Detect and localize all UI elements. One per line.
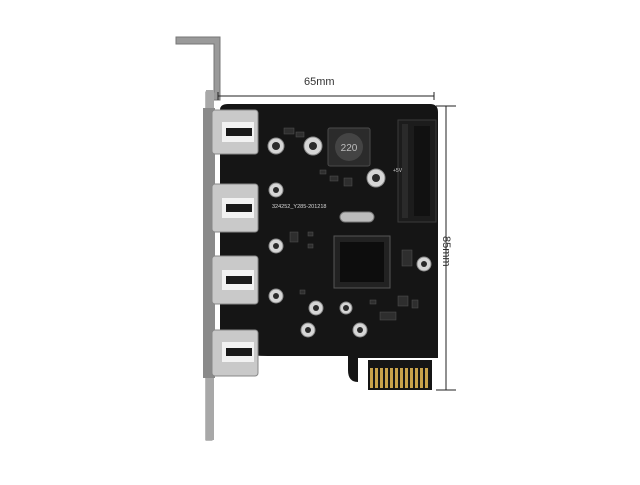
crystal-oscillator: [339, 211, 375, 223]
smd-components: [283, 127, 419, 321]
width-dimension-line: [217, 92, 435, 100]
pcie-gold-contacts: [368, 360, 432, 390]
inductor-marking: 220: [341, 143, 358, 154]
usb-port-3: [211, 255, 259, 305]
controller-chip: [333, 235, 391, 289]
capacitors: [267, 136, 432, 338]
silkscreen-code: 324252_Y285-201218: [272, 204, 326, 210]
usb-port-2: [211, 183, 259, 233]
sata-power-connector: [397, 119, 437, 223]
inductor: 220: [327, 127, 371, 167]
height-label: 85mm: [440, 236, 452, 267]
usb-port-4: [211, 329, 259, 377]
usb-port-1: [211, 109, 259, 155]
power-label: +5V: [393, 168, 403, 174]
width-label: 65mm: [304, 76, 335, 88]
height-dimension-line: [436, 105, 456, 391]
